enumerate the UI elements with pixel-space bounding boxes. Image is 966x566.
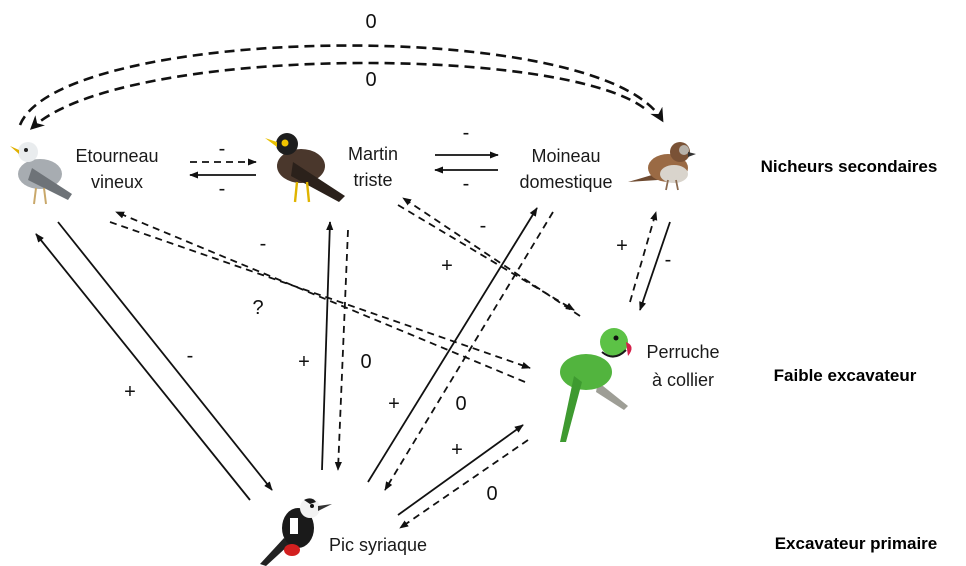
sign-perruche-pic-b: 0 xyxy=(486,483,497,505)
sign-etourneau-pic-a: - xyxy=(187,345,194,367)
label-martin-line1: Martin xyxy=(348,144,398,164)
sign-arc-bottom: 0 xyxy=(365,69,376,91)
species-label-perruche: Perruche à collier xyxy=(646,342,719,390)
sign-martin-moineau-top: - xyxy=(463,122,470,144)
arc-moineau-to-etourneau xyxy=(32,63,644,128)
link-moineau-to-pic xyxy=(385,212,553,490)
label-pic: Pic syriaque xyxy=(329,535,427,555)
sign-martin-pic-b: 0 xyxy=(360,351,371,373)
sign-moineau-pic-a: + xyxy=(388,393,400,415)
link-pic-to-etourneau xyxy=(36,234,250,500)
link-martin-to-pic xyxy=(338,230,348,470)
link-perruche-to-pic xyxy=(400,440,528,528)
sign-etourneau-pic-b: + xyxy=(124,381,136,403)
arc-etourneau-to-moineau xyxy=(20,46,662,125)
myna-icon xyxy=(265,133,345,202)
sign-perruche-pic-a: + xyxy=(451,439,463,461)
species-label-moineau: Moineau domestique xyxy=(519,146,612,192)
link-pic-to-martin xyxy=(322,222,330,470)
parakeet-icon xyxy=(560,328,632,442)
sign-etourneau-perruche-b: ? xyxy=(252,297,263,319)
sign-etourneau-martin-top: - xyxy=(219,138,226,160)
sign-moineau-perruche-b: - xyxy=(665,249,672,271)
label-perruche-line1: Perruche xyxy=(646,342,719,362)
sign-martin-pic-a: + xyxy=(298,351,310,373)
tier-secondary: Nicheurs secondaires xyxy=(761,157,938,176)
sign-etourneau-martin-bottom: - xyxy=(219,178,226,200)
label-martin-line2: triste xyxy=(353,170,392,190)
species-label-martin: Martin triste xyxy=(348,144,398,190)
link-etourneau-to-pic xyxy=(58,222,272,490)
sparrow-icon xyxy=(628,142,696,190)
label-etourneau-line2: vineux xyxy=(91,172,143,192)
sign-moineau-perruche-a: + xyxy=(616,235,628,257)
sign-martin-perruche-b: + xyxy=(441,255,453,277)
label-etourneau-line1: Etourneau xyxy=(75,146,158,166)
label-moineau-line1: Moineau xyxy=(531,146,600,166)
species-label-etourneau: Etourneau vineux xyxy=(75,146,158,192)
sign-etourneau-perruche-a: - xyxy=(260,233,267,255)
sign-moineau-pic-b: 0 xyxy=(455,393,466,415)
sign-martin-moineau-bottom: - xyxy=(463,173,470,195)
sign-martin-perruche-a: - xyxy=(480,215,487,237)
label-moineau-line2: domestique xyxy=(519,172,612,192)
link-etourneau-to-perruche xyxy=(110,222,530,368)
starling-icon xyxy=(10,142,72,204)
tier-weak: Faible excavateur xyxy=(774,366,917,385)
tier-primary: Excavateur primaire xyxy=(775,534,938,553)
link-perruche-to-moineau xyxy=(630,212,656,302)
sign-arc-top: 0 xyxy=(365,11,376,33)
label-perruche-line2: à collier xyxy=(652,370,714,390)
link-perruche-to-etourneau xyxy=(116,212,525,382)
woodpecker-icon xyxy=(260,498,332,566)
